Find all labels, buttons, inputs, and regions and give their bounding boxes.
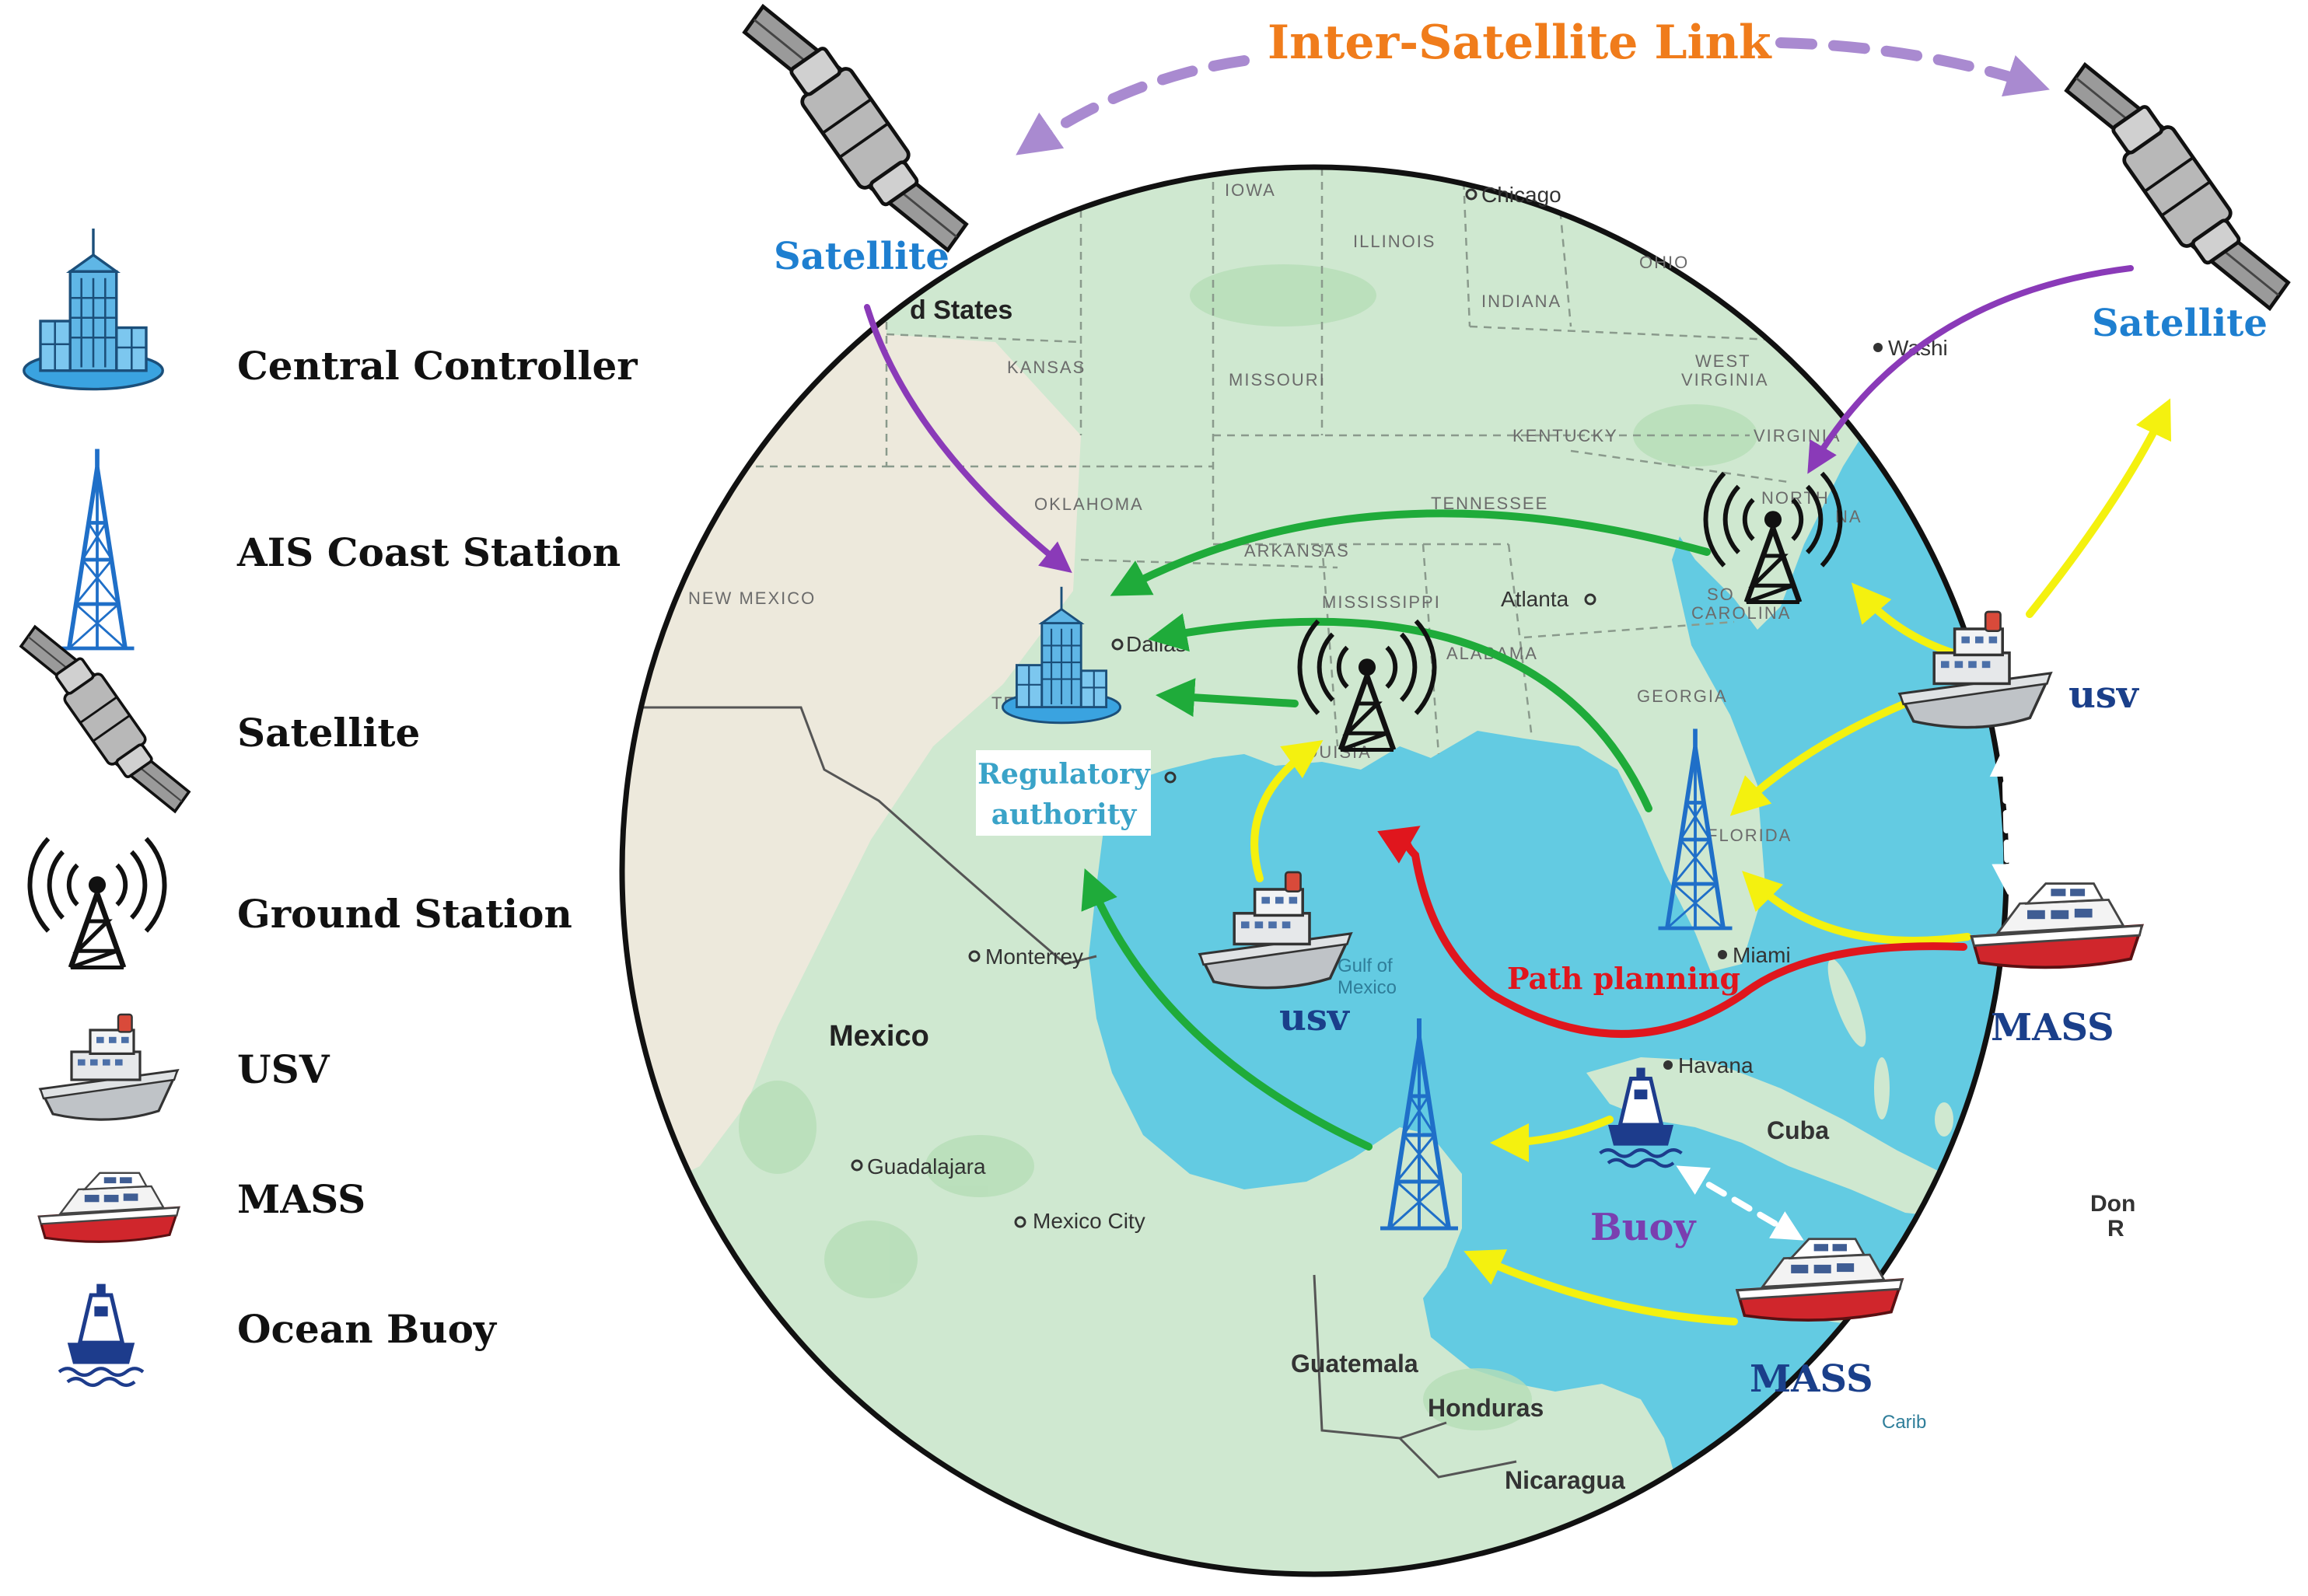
legend-label-ais-coast-station: AIS Coast Station [236, 529, 621, 575]
map-label-guadalajara: Guadalajara [867, 1154, 986, 1179]
map-label-south-carolina-1: SO [1707, 585, 1735, 604]
building-icon [23, 227, 164, 391]
city-dot-dallas [1111, 638, 1124, 651]
path-planning-route [1377, 826, 1967, 1038]
legend-label-ground-station: Ground Station [237, 891, 572, 937]
mass-right-label: MASS [1991, 1006, 2114, 1049]
map-label-west-virginia-2: VIRGINIA [1681, 370, 1769, 389]
map-label-oklahoma: OKLAHOMA [1034, 494, 1144, 514]
path-planning-label: Path planning [1507, 961, 1740, 996]
usv-ship-icon [39, 1013, 179, 1121]
map-label-honduras: Honduras [1428, 1394, 1544, 1422]
satellite-downlink-right [1807, 265, 2134, 474]
city-dot-houston [1164, 771, 1177, 784]
satellite-left-icon [745, 6, 967, 250]
satellite-downlink-left [864, 304, 1072, 573]
map-label-mexico-city: Mexico City [1033, 1209, 1145, 1233]
buoy-label: Buoy [1590, 1206, 1697, 1249]
map-labels: d States IOWA Chicago ILLINOIS OHIO INDI… [688, 180, 2135, 1494]
regulatory-authority-box [976, 750, 1151, 836]
diagram-labels: Inter-Satellite Link Satellite Satellite… [774, 16, 2268, 1401]
map-label-gulf-1: Gulf of [1338, 955, 1393, 976]
satellite-left-label: Satellite [774, 235, 949, 278]
legend-label-satellite: Satellite [237, 710, 420, 756]
satellite-icon [19, 625, 191, 813]
map-label-kentucky: KENTUCKY [1512, 426, 1618, 445]
city-dot-chicago [1465, 188, 1477, 201]
city-dot-monterrey [968, 950, 981, 962]
map-label-monterrey: Monterrey [985, 945, 1083, 969]
uplink-usv-right-to-satellite [2026, 398, 2172, 618]
usv-mass-peer-link [1989, 745, 2023, 896]
isl-arrow-left [1016, 55, 1250, 155]
map-label-ohio: OHIO [1639, 253, 1689, 272]
mass-bottom-label: MASS [1750, 1357, 1873, 1401]
downlink-ground-nc-to-controller [1110, 509, 1711, 596]
link-arrows [864, 37, 2172, 1325]
regulatory-authority-line2: authority [991, 798, 1138, 831]
downlink-ground-louisiana-to-controller [1156, 678, 1299, 718]
satellite-right-label: Satellite [2092, 302, 2268, 345]
inter-satellite-link-label: Inter-Satellite Link [1268, 16, 1772, 70]
isl-arrow-right [1775, 37, 2050, 97]
map-label-havana: Havana [1678, 1053, 1754, 1077]
map-label-cuba: Cuba [1767, 1116, 1829, 1144]
legend-label-ocean-buoy: Ocean Buoy [237, 1306, 498, 1352]
uplink-buoy-to-ais [1489, 1116, 1614, 1162]
legend-label-usv: USV [237, 1046, 330, 1092]
map-label-nicaragua: Nicaragua [1505, 1466, 1625, 1494]
map-label-new-mexico: NEW MEXICO [688, 588, 816, 608]
city-dot-washington [1873, 343, 1883, 352]
buoy-mass-peer-link [1676, 1165, 1804, 1241]
city-dot-atlanta [1584, 593, 1596, 606]
land-cuba [1586, 1057, 1991, 1221]
map-label-chicago: Chicago [1481, 183, 1561, 207]
downlink-ais-yucatan-to-controller [1081, 868, 1373, 1151]
map-label-dominican-2: R [2107, 1216, 2124, 1242]
map-label-miami: Miami [1733, 943, 1791, 967]
map-label-guatemala: Guatemala [1291, 1350, 1418, 1378]
map-label-arkansas: ARKANSAS [1244, 541, 1350, 561]
downlink-ais-florida-to-controller [1148, 613, 1652, 812]
uplink-usv-right-to-ais [1729, 700, 1909, 816]
map-label-mexico: Mexico [829, 1020, 929, 1053]
legend-label-mass: MASS [237, 1176, 365, 1222]
country-borders [622, 706, 1517, 1479]
mass-boat-icon [37, 1172, 180, 1243]
uplink-mass-bottom-to-ais [1463, 1249, 1738, 1325]
map-label-gulf-2: Mexico [1338, 977, 1397, 998]
map-label-south-carolina-2: CAROLINA [1691, 603, 1791, 623]
map-label-dominican-1: Don [2090, 1191, 2135, 1217]
map-label-iowa: IOWA [1225, 180, 1276, 200]
map-label-atlanta: Atlanta [1501, 587, 1569, 611]
map-label-united-states: d States [910, 295, 1012, 325]
map-label-georgia: GEORGIA [1637, 686, 1728, 706]
map-label-west-virginia-1: WEST [1695, 351, 1751, 371]
uplink-mass-right-to-ais [1742, 871, 1971, 945]
map-label-indiana: INDIANA [1481, 292, 1561, 311]
state-borders [700, 167, 1828, 755]
map-label-kansas: KANSAS [1007, 358, 1086, 377]
map-label-missouri: MISSOURI [1229, 370, 1326, 389]
ocean-buoy-icon [59, 1284, 143, 1385]
legend-label-central-controller: Central Controller [237, 343, 638, 389]
regulatory-authority-line1: Regulatory [977, 758, 1151, 791]
ground-station-icon [30, 839, 164, 968]
ais-tower-icon [61, 449, 135, 649]
uplink-usv-gulf-to-ground [1250, 739, 1324, 882]
map-label-florida: FLORIDA [1707, 826, 1792, 845]
map-label-mississippi: MISSISSIPPI [1322, 592, 1441, 612]
map-green-patches [739, 264, 1757, 1430]
city-dot-guadalajara [851, 1159, 863, 1172]
usv-gulf-label: usv [1279, 996, 1351, 1039]
city-dot-mexico-city [1014, 1216, 1026, 1228]
map-label-illinois: ILLINOIS [1353, 232, 1436, 251]
usv-right-label: usv [2068, 673, 2140, 717]
city-dot-havana [1663, 1060, 1673, 1070]
city-dot-miami [1718, 950, 1727, 959]
map-label-caribbean: Carib [1882, 1412, 1926, 1433]
legend: Central Controller AIS Coast Station Sat… [19, 227, 638, 1385]
